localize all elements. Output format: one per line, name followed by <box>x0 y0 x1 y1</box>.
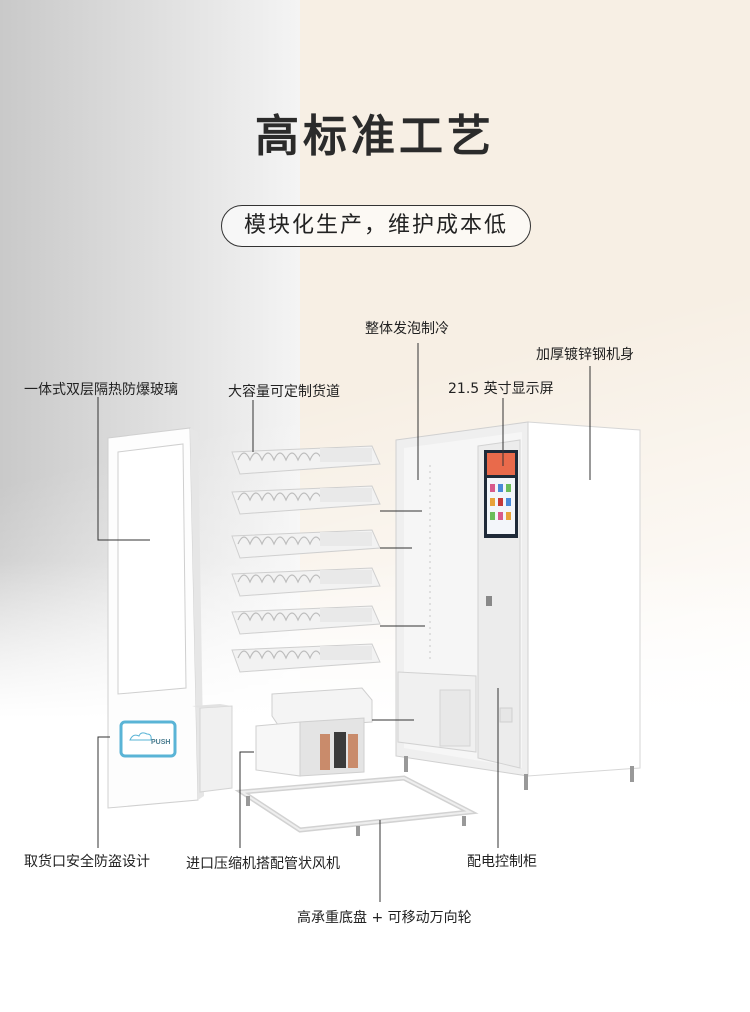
shelf-4 <box>231 567 381 597</box>
label-foam-cooling: 整体发泡制冷 <box>365 321 449 337</box>
shelf-6 <box>231 643 381 673</box>
label-control-cabinet: 配电控制柜 <box>467 854 537 870</box>
leader-lines <box>97 343 591 902</box>
label-base-casters: 高承重底盘 + 可移动万向轮 <box>297 910 472 926</box>
label-steel-body: 加厚镀锌钢机身 <box>536 347 634 363</box>
glass-door: PUSH <box>107 427 233 809</box>
shelf-3 <box>231 529 381 559</box>
shelf-5 <box>231 605 381 635</box>
label-pickup-security: 取货口安全防盗设计 <box>24 854 150 870</box>
compressor-unit <box>255 687 373 777</box>
cabinet-body <box>395 421 641 790</box>
label-display-screen: 21.5 英寸显示屏 <box>448 381 554 397</box>
page-title: 高标准工艺 <box>255 111 495 162</box>
label-lanes: 大容量可定制货道 <box>228 384 340 400</box>
shelf-2 <box>231 485 381 515</box>
push-panel <box>119 720 177 758</box>
label-compressor: 进口压缩机搭配管状风机 <box>186 856 340 872</box>
shelf-lanes <box>231 445 381 673</box>
push-text: PUSH <box>151 739 170 746</box>
subtitle-pill: 模块化生产，维护成本低 <box>221 205 531 247</box>
shelf-1 <box>231 445 381 475</box>
base-chassis <box>234 775 479 836</box>
label-glass-door: 一体式双层隔热防爆玻璃 <box>24 382 178 398</box>
